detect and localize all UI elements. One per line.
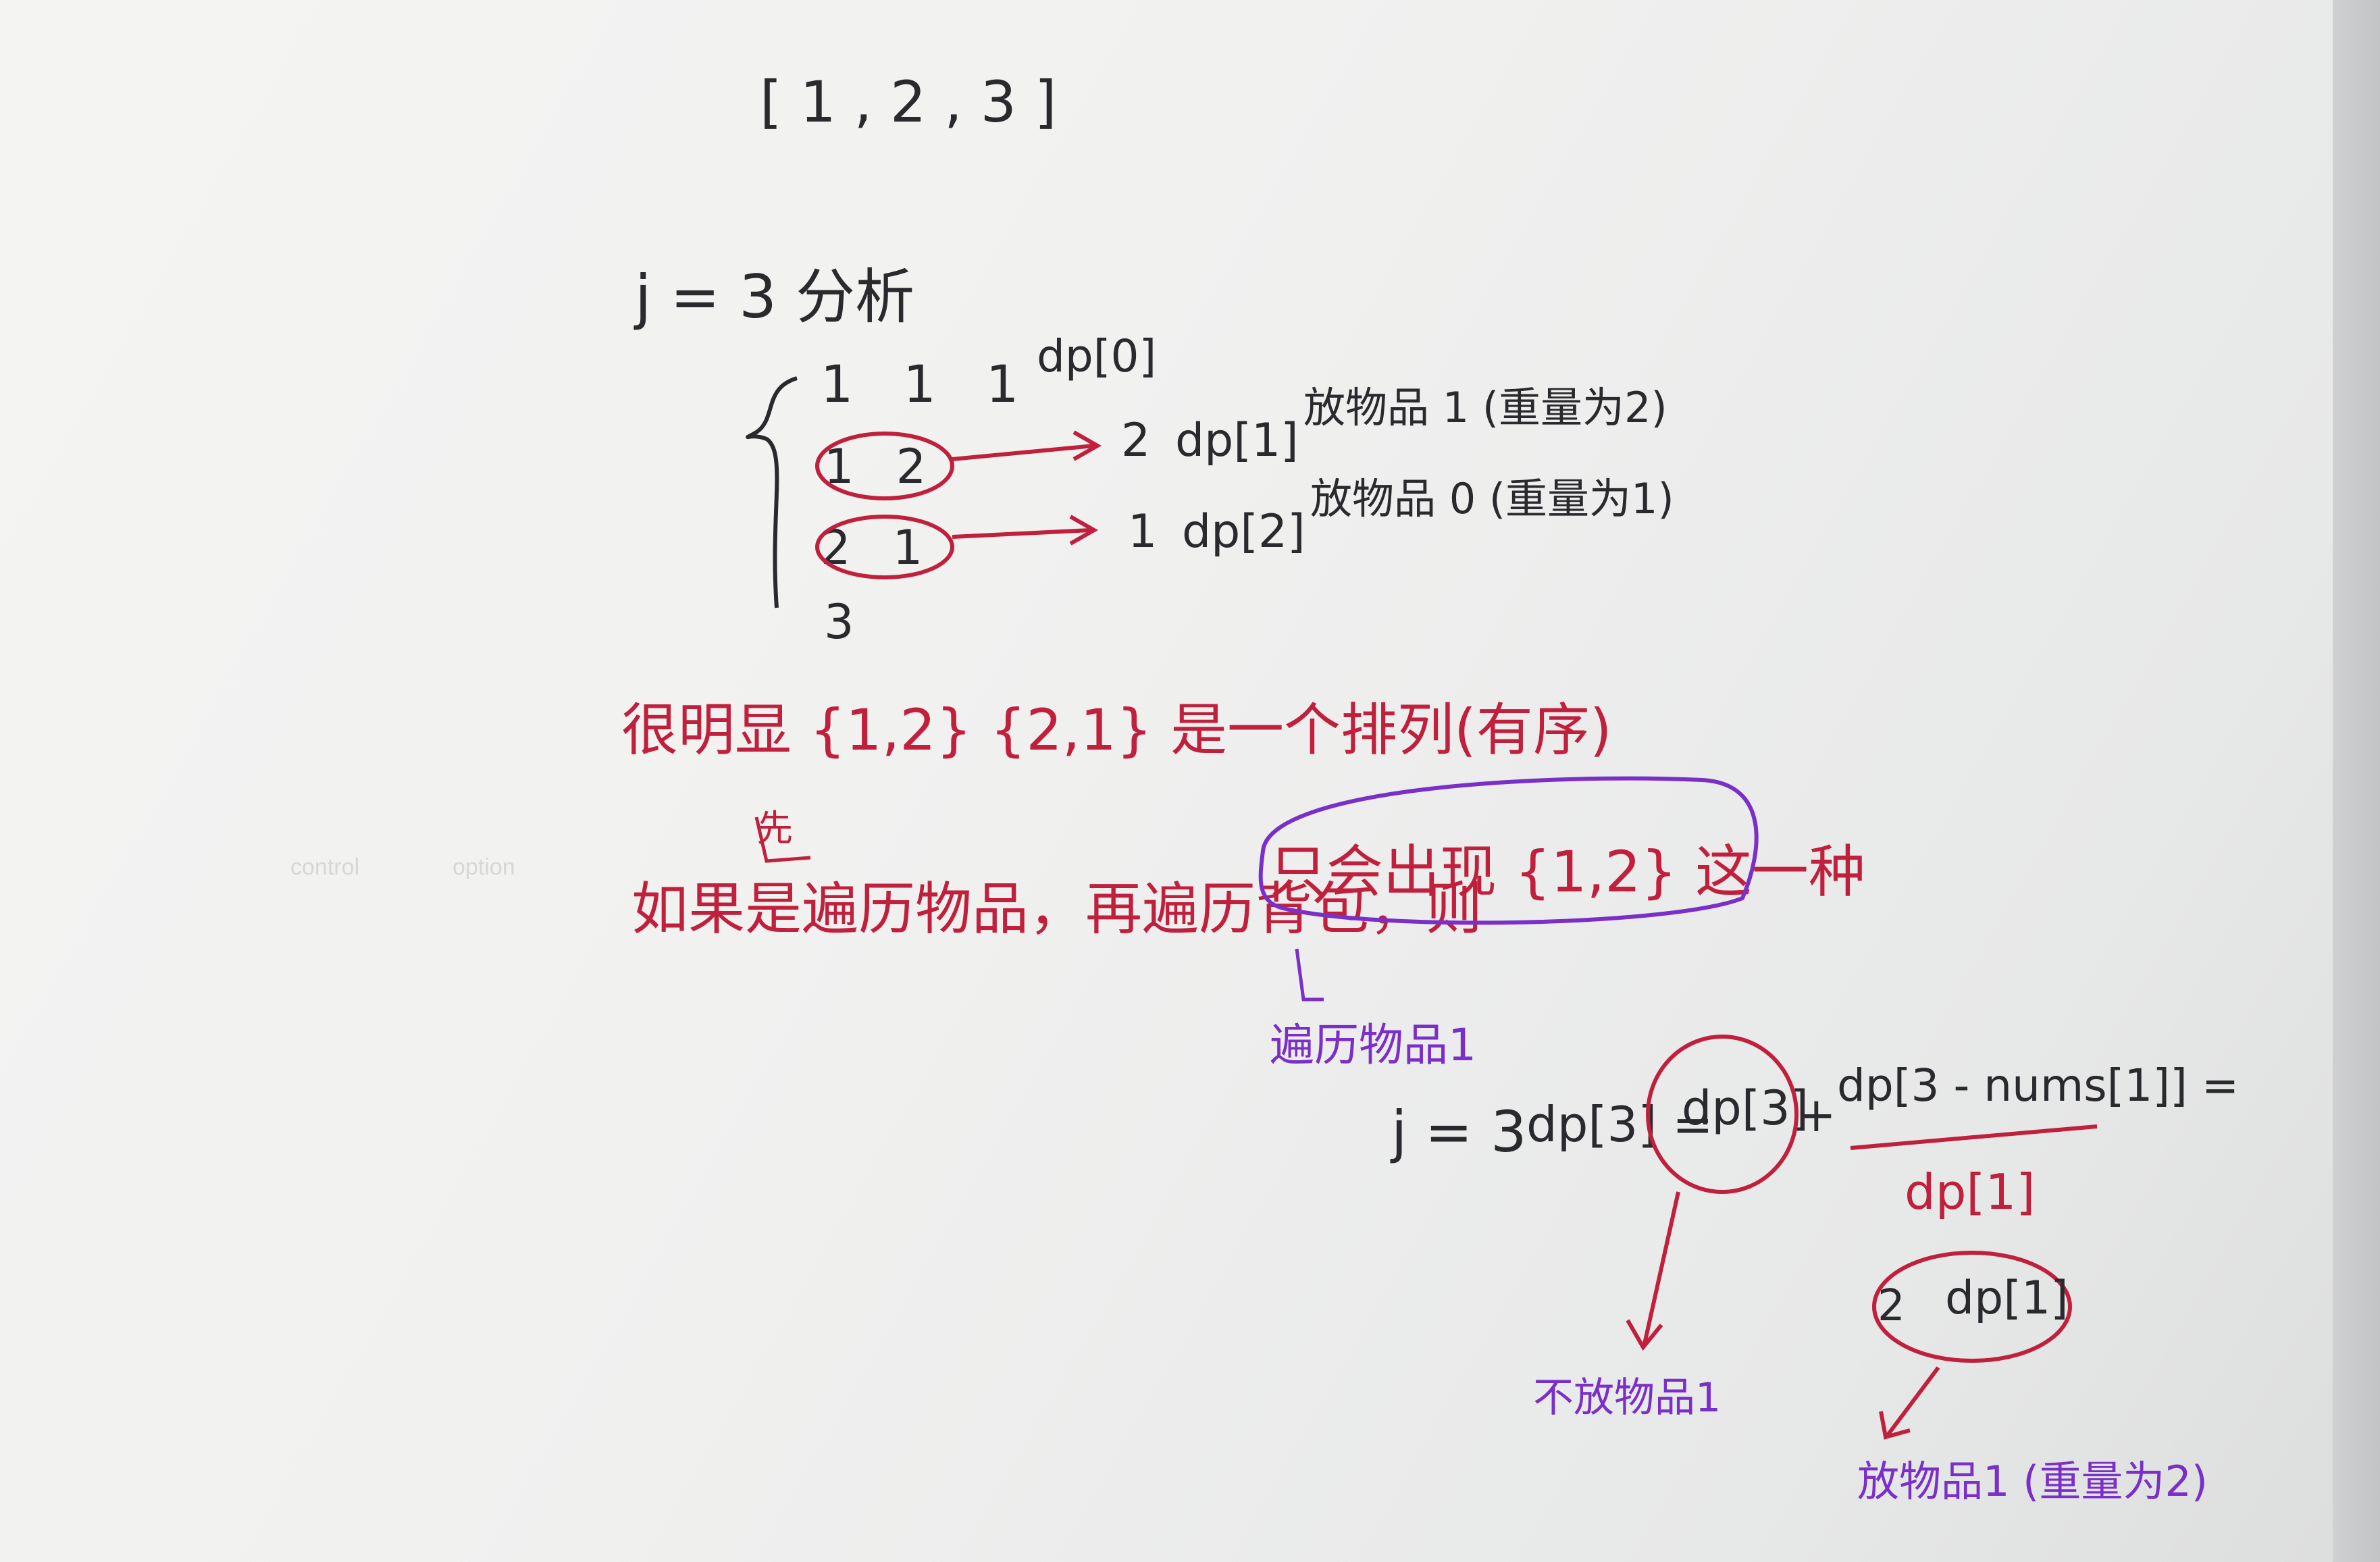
background-keyboard-ghost: control — [290, 854, 360, 880]
loop-note: 如果是遍历物品，再遍历背包，则 — [631, 876, 1482, 942]
arrow-2-head — [1069, 515, 1099, 546]
row-1: 1 1 1 — [821, 354, 1018, 414]
result-oval — [1258, 776, 1759, 925]
permutation-note: 很明显 {1,2} {2,1} 是一个排列(有序) — [621, 697, 1612, 763]
brace-shape — [746, 376, 798, 608]
arrow-1-head — [1072, 430, 1102, 461]
arrow-1-line — [952, 444, 1095, 461]
circled-dp: dp[1] — [1945, 1272, 2069, 1325]
place-arrow — [1886, 1366, 1940, 1436]
place-arrowhead — [1879, 1411, 1911, 1440]
circle-row-2 — [815, 432, 954, 500]
insert-caret — [754, 816, 811, 863]
term2-underline — [1850, 1124, 2098, 1150]
dp1-circle — [1872, 1251, 2072, 1363]
dp1-label: dp[1] — [1175, 414, 1299, 467]
arrow2-value: 1 — [1128, 505, 1157, 558]
row-4: 3 — [824, 594, 854, 650]
arrow1-desc: 放物品 1 (重量为2) — [1303, 383, 1667, 432]
arrow-2-line — [952, 528, 1091, 539]
no-place-label: 不放物品1 — [1533, 1374, 1721, 1422]
no-place-arrowhead — [1626, 1319, 1663, 1351]
arrow2-desc: 放物品 0 (重量为1) — [1310, 474, 1674, 523]
arrow1-value: 2 — [1121, 414, 1150, 467]
purple-arrow-down — [1295, 948, 1324, 1001]
formula-term2: dp[3 - nums[1]] = — [1837, 1060, 2239, 1112]
place-label: 放物品1 (重量为2) — [1857, 1457, 2208, 1506]
formula-sub: dp[1] — [1905, 1164, 2035, 1220]
formula-lhs: dp[3] = — [1526, 1096, 1713, 1153]
circle-row-3 — [815, 515, 954, 579]
dp0-label: dp[0] — [1037, 330, 1156, 382]
term1-circle — [1646, 1035, 1799, 1194]
formula-j: j = 3 — [1390, 1099, 1527, 1165]
case-title: j = 3 分析 — [633, 262, 914, 332]
dp2-label: dp[2] — [1182, 505, 1305, 558]
formula-plus: + — [1796, 1087, 1836, 1143]
row-2: 1 2 — [824, 439, 926, 494]
background-surface — [2333, 0, 2380, 1562]
background-keyboard-ghost: option — [452, 854, 515, 880]
formula-term1: dp[3] — [1682, 1081, 1809, 1136]
circled-value: 2 — [1878, 1281, 1905, 1331]
row-3: 2 1 — [821, 520, 923, 575]
array-text: [ 1 , 2 , 3 ] — [760, 69, 1056, 135]
iterate-item-label: 遍历物品1 — [1270, 1019, 1476, 1071]
loop-result: 只会出现 {1,2} 这一种 — [1270, 839, 1865, 905]
no-place-arrow — [1642, 1191, 1680, 1345]
